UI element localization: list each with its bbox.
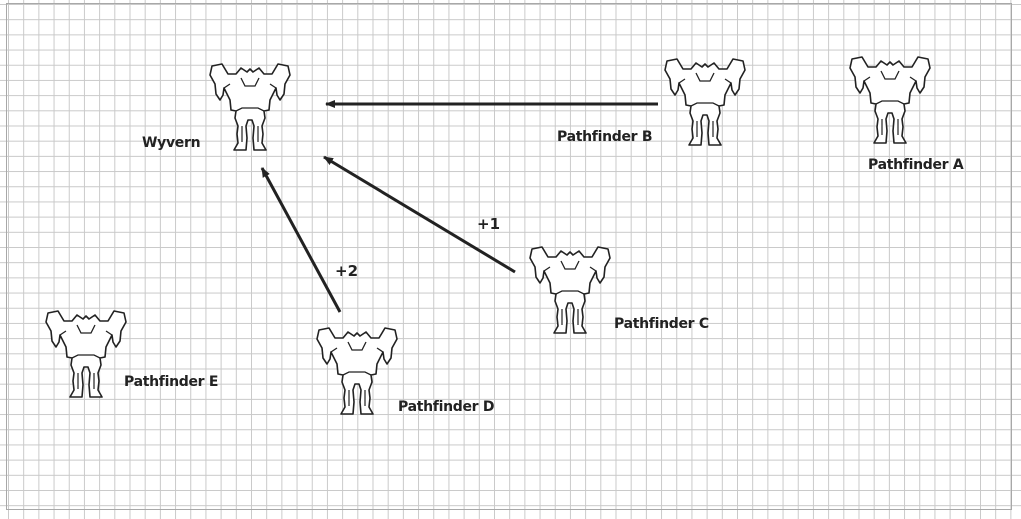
modifier-c-to-wyvern: +1 [477,215,501,233]
mech-icon-pathfinder-b [664,58,746,146]
label-pathfinder-a: Pathfinder A [868,157,964,173]
mech-icon-pathfinder-c [529,246,611,334]
label-pathfinder-e: Pathfinder E [124,374,219,390]
board-frame [6,3,1012,510]
label-pathfinder-b: Pathfinder B [557,129,653,145]
arrow-pathfinder-c-to-wyvern [323,155,516,274]
label-pathfinder-c: Pathfinder C [614,316,709,332]
mech-icon-wyvern [209,63,291,151]
mech-icon-pathfinder-d [316,327,398,415]
mech-icon-pathfinder-e [45,310,127,398]
arrow-pathfinder-d-to-wyvern [260,167,342,313]
label-pathfinder-d: Pathfinder D [398,399,495,415]
label-wyvern: Wyvern [142,135,201,151]
mech-icon-pathfinder-a [849,56,931,144]
modifier-d-to-wyvern: +2 [335,262,359,280]
